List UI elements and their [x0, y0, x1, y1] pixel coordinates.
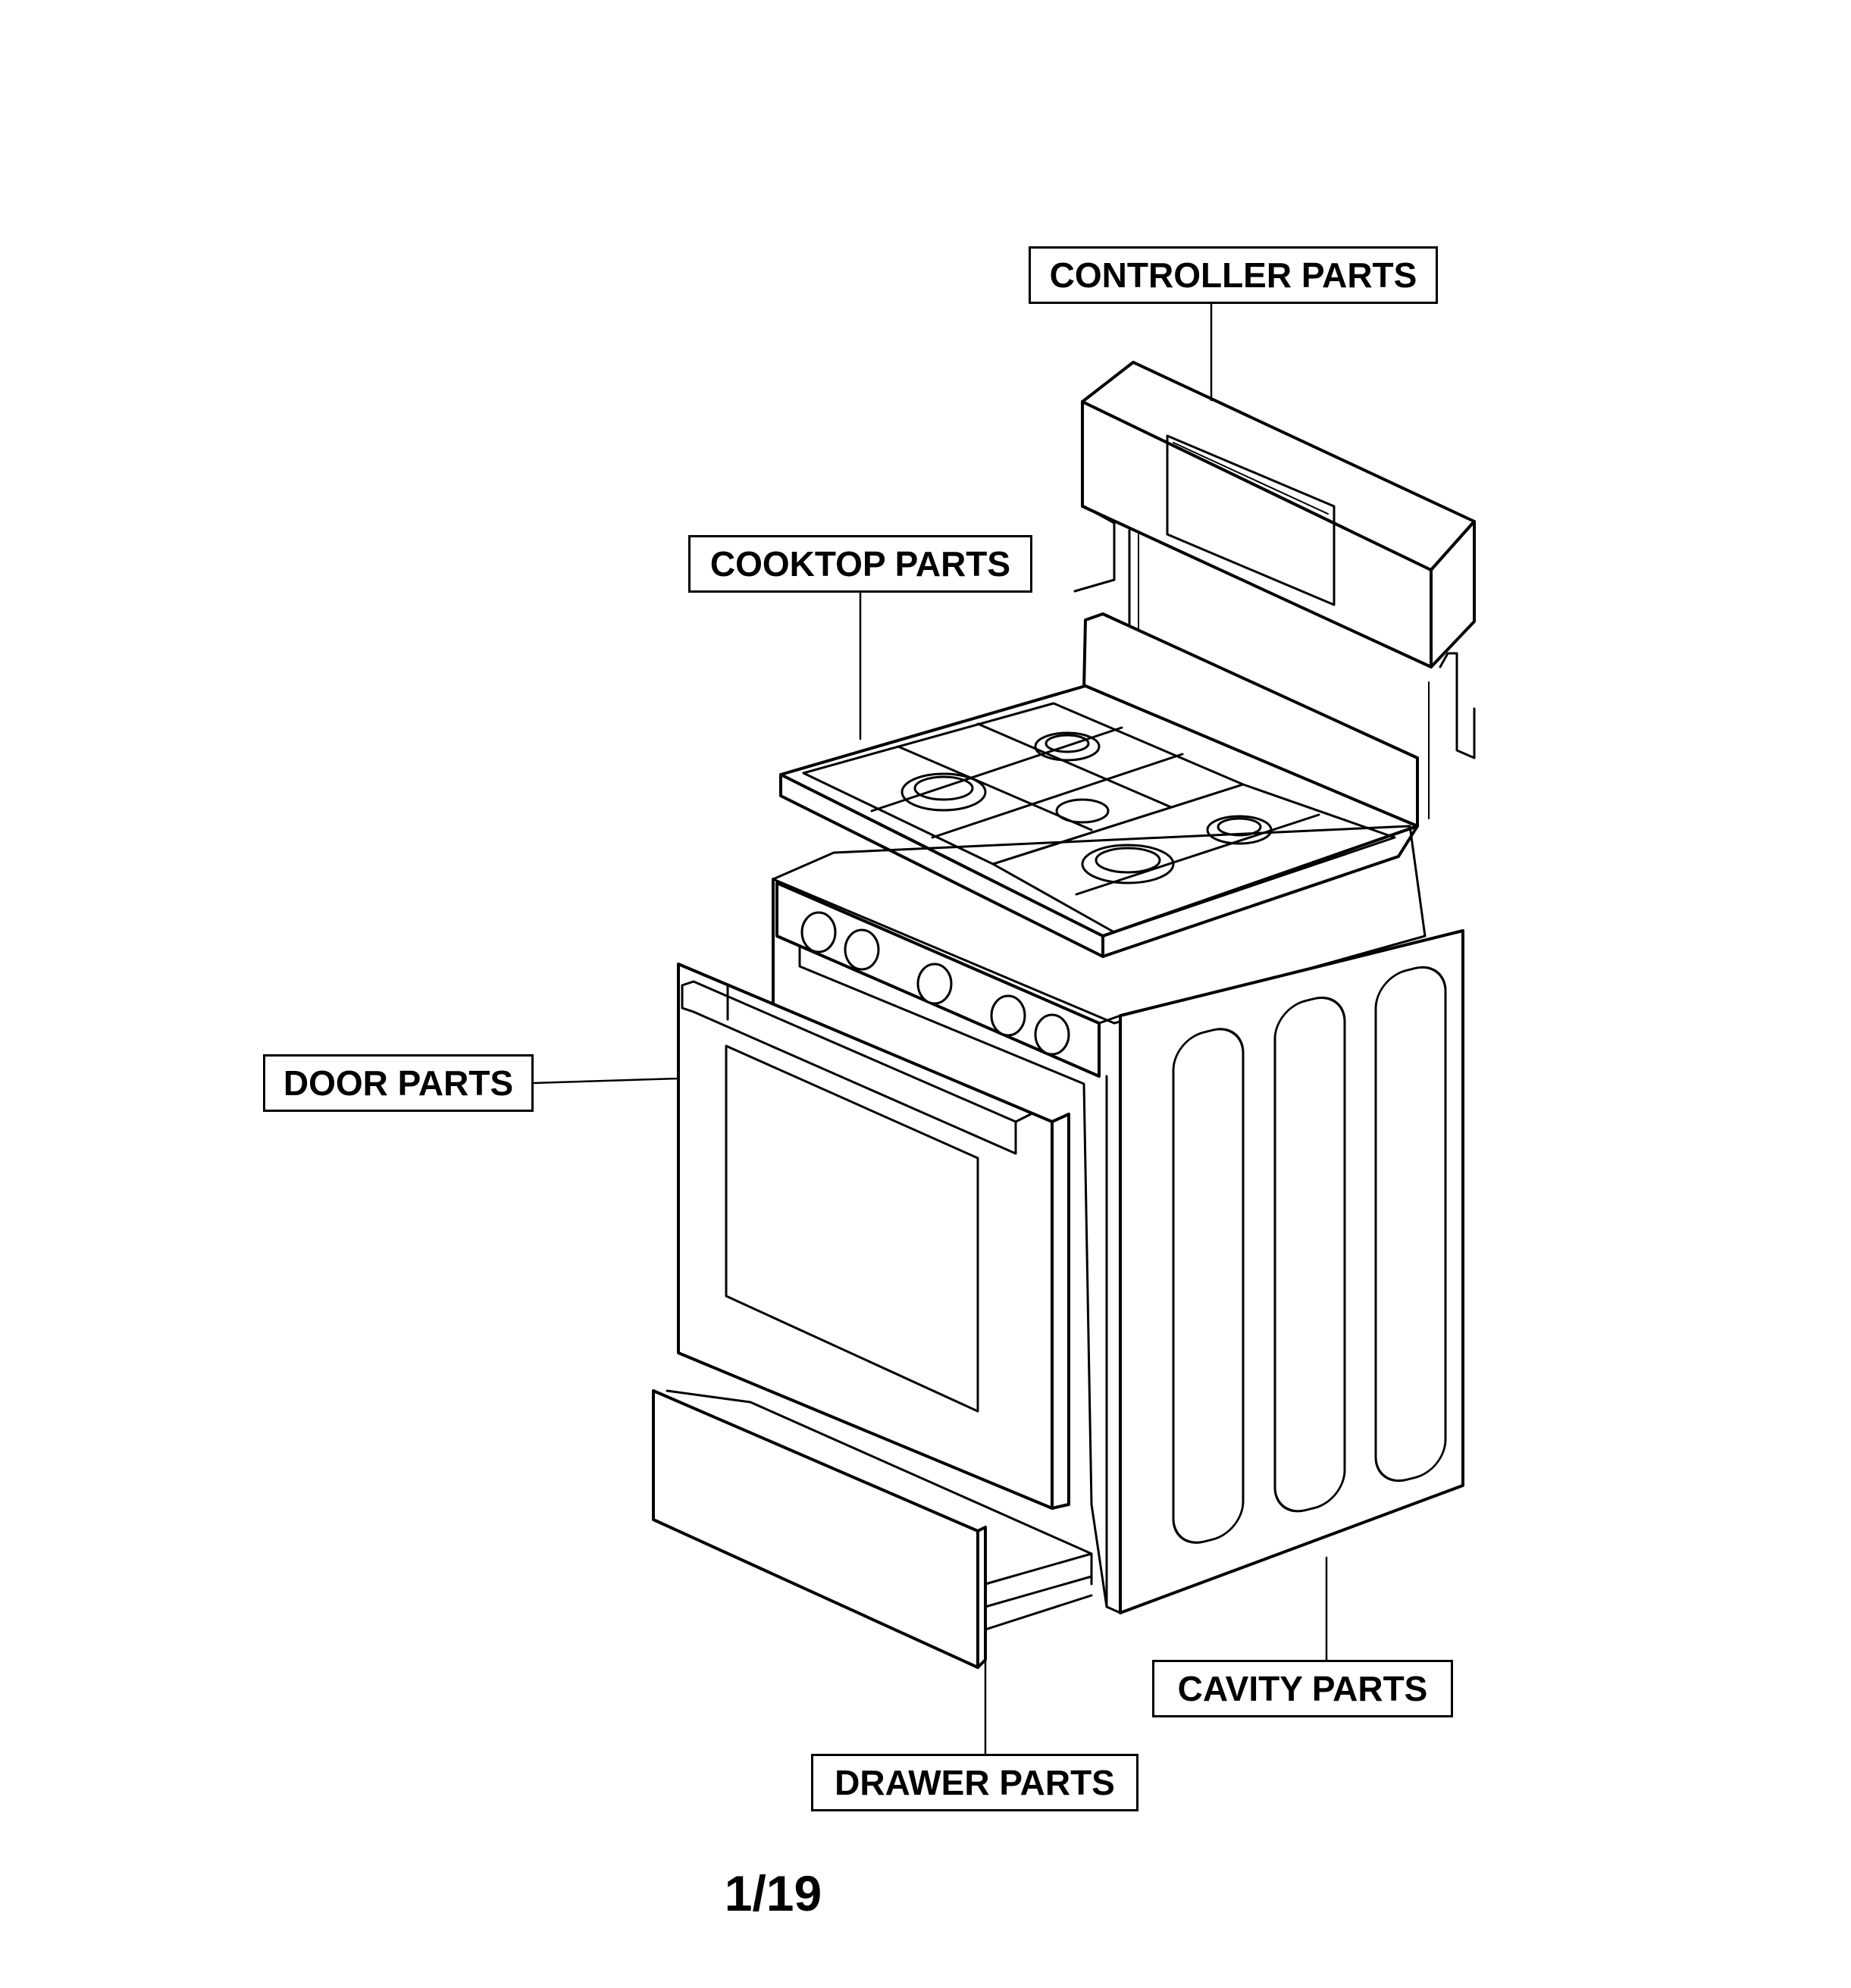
drawer-parts-callout[interactable]: DRAWER PARTS — [811, 1754, 1138, 1811]
controller-parts-callout[interactable]: CONTROLLER PARTS — [1029, 246, 1438, 304]
door-parts-callout[interactable]: DOOR PARTS — [263, 1054, 534, 1112]
page-number: 1/19 — [724, 1865, 822, 1921]
oven-door — [677, 963, 1070, 1510]
control-knobs — [800, 911, 1070, 1056]
cooktop — [779, 612, 1419, 958]
storage-drawer — [652, 1389, 1093, 1669]
cooktop-parts-callout[interactable]: COOKTOP PARTS — [688, 535, 1032, 593]
leader-lines — [532, 302, 1328, 1755]
controller-backguard — [1073, 361, 1476, 819]
cavity-parts-callout[interactable]: CAVITY PARTS — [1152, 1660, 1453, 1717]
